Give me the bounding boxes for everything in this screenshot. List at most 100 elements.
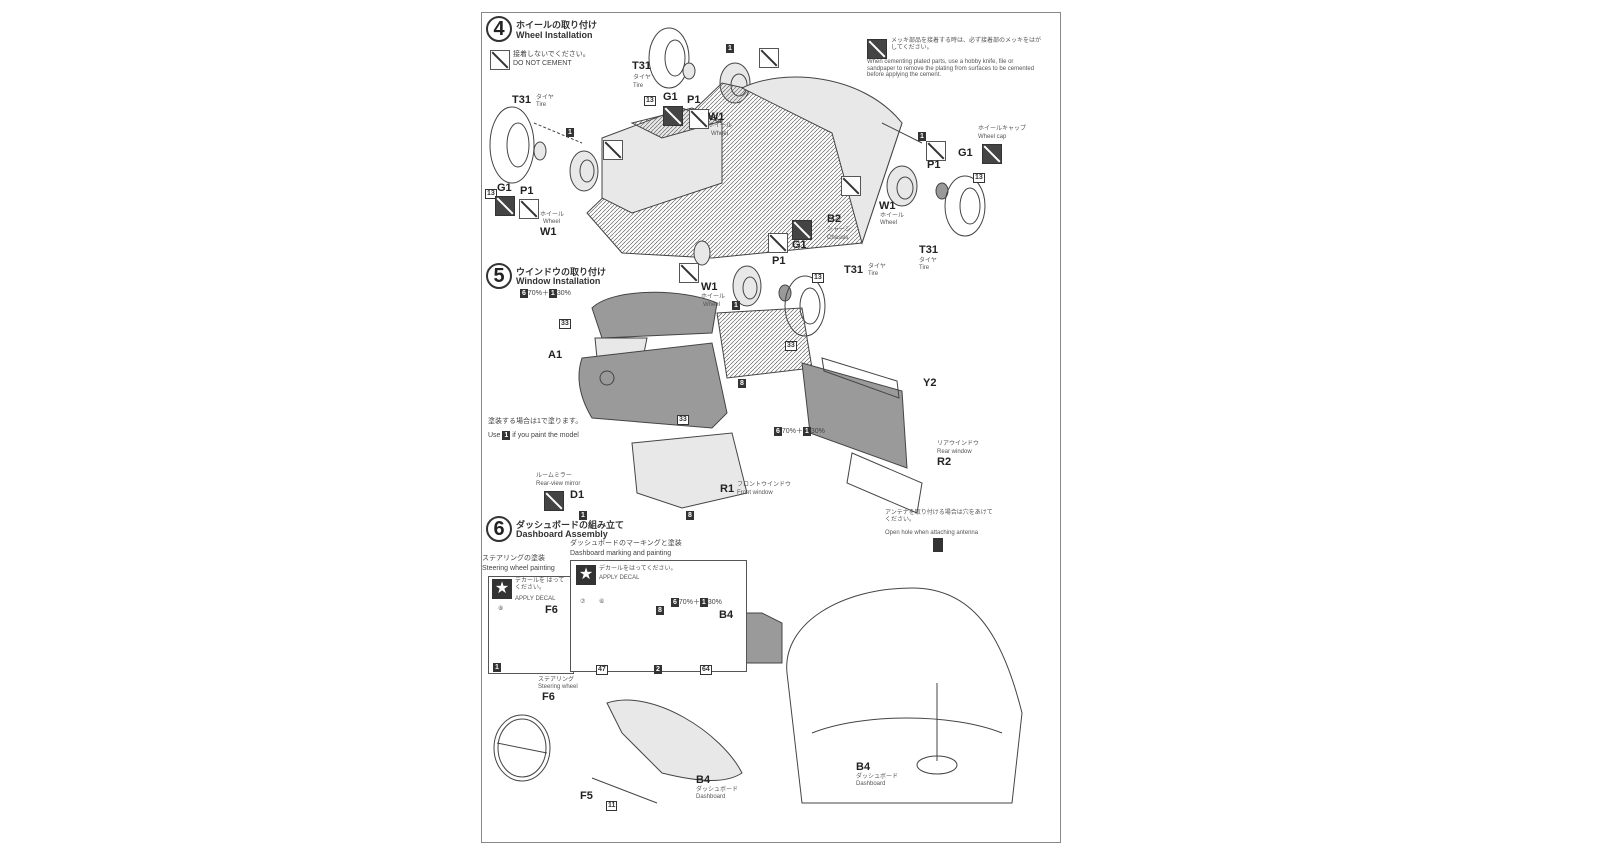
decal-jp-steering: デカールを はってください。 (515, 578, 565, 591)
decal-en-steering: APPLY DECAL (515, 596, 556, 602)
label-p1-left: P1 (520, 185, 534, 197)
label-w1-right: W1 (879, 200, 896, 212)
antenna-drill-icon (933, 538, 943, 552)
dashboard-jp: ダッシュボード (696, 787, 739, 793)
label-b4: B4 (696, 774, 711, 786)
label-r2: R2 (937, 456, 952, 468)
code-1-front: 1 (732, 301, 740, 310)
dashboard-jp-cab: ダッシュボード (856, 774, 899, 780)
use-paint-jp: 塗装する場合は1で塗ります。 (488, 418, 583, 425)
step-4-title-jp: ホイールの取り付け (516, 20, 598, 30)
wheel-jp-top: ホイール (708, 123, 733, 129)
wheel-en-left: Wheel (543, 219, 561, 225)
step-6-number: 6 (486, 516, 512, 542)
wheel-cap-en: Wheel cap (978, 134, 1007, 140)
label-p1-right: P1 (927, 159, 941, 171)
plated-note-en: When cementing plated parts, use a hobby… (867, 59, 1035, 79)
label-g1-left: G1 (497, 182, 512, 194)
chassis-jp: シャーシ (827, 227, 851, 233)
code-13-top: 13 (644, 96, 656, 106)
decal-8-steering: ⑧ (498, 606, 504, 612)
front-window-en: Front window (737, 490, 773, 496)
tire-en-top: Tire (633, 83, 644, 89)
label-y2: Y2 (923, 377, 937, 389)
dash-paint-jp: ダッシュボードのマーキングと塗装 (570, 540, 682, 547)
plated-note-jp: メッキ部品を接着する時は、必ず接着部のメッキをはがしてください。 (891, 38, 1042, 51)
tire-jp-top: タイヤ (633, 75, 651, 81)
steering-jp: ステアリング (538, 677, 575, 683)
label-w1-top: W1 (708, 111, 725, 123)
plated-parts-icon (867, 39, 887, 59)
decal-en-dash: APPLY DECAL (599, 575, 640, 581)
step-4-title-en: Wheel Installation (516, 30, 593, 40)
decal-star-icon-steering: ★ (492, 579, 512, 599)
label-t31-top: T31 (632, 60, 651, 72)
tire-jp-right: タイヤ (919, 258, 937, 264)
plated-icon-g1-front (792, 220, 812, 240)
label-b2: B2 (827, 213, 842, 225)
chassis-b2 (586, 76, 923, 259)
no-cement-icon-chassis (841, 176, 861, 196)
step-6-title-en: Dashboard Assembly (516, 529, 608, 539)
tire-jp-left: タイヤ (536, 95, 554, 101)
label-w1-front: W1 (701, 281, 718, 293)
no-cement-en: DO NOT CEMENT (513, 60, 572, 67)
step-5-number: 5 (486, 263, 512, 289)
wheel-left (569, 150, 599, 192)
no-cement-jp: 接着しないでください。 (513, 51, 590, 58)
decal-jp-dash: デカールをはってください。 (599, 566, 677, 572)
plated-icon-g1-top (663, 106, 683, 126)
front-window-jp: フロントウインドウ (737, 482, 792, 488)
decal-6: ⑥ (599, 599, 605, 605)
steering-column-f5 (591, 777, 658, 804)
wheel-jp-right: ホイール (880, 213, 905, 219)
mirror-jp: ルームミラー (536, 473, 572, 479)
code-1-right: 1 (918, 132, 926, 141)
wheel-en-front: Wheel (703, 302, 721, 308)
plated-icon-g1-right (982, 144, 1002, 164)
step-4-number: 4 (486, 16, 512, 42)
cap-left (533, 141, 547, 161)
code-2: 2 (654, 665, 662, 674)
code-33-tailgate: 33 (785, 341, 797, 351)
code-8-window: 8 (686, 511, 694, 520)
rear-window-r2 (846, 452, 923, 514)
tire-top (648, 27, 690, 89)
code-1-top: 1 (726, 44, 734, 53)
dashboard-en: Dashboard (696, 794, 726, 800)
label-g1-right: G1 (958, 147, 973, 159)
code-13-right: 13 (973, 173, 985, 183)
use-paint-en: Use 1 if you paint the model (488, 431, 579, 440)
decal-star-icon-dash: ★ (576, 565, 596, 585)
label-g1-front: G1 (792, 239, 807, 251)
wheel-en-top: Wheel (711, 131, 729, 137)
label-f6-paint: F6 (545, 604, 558, 616)
code-1-mirror: 1 (579, 511, 587, 520)
tire-jp-front: タイヤ (868, 264, 886, 270)
step-5-title-jp: ウインドウの取り付け (516, 267, 607, 277)
plated-icon-mirror (544, 491, 564, 511)
tire-left (489, 106, 535, 184)
wheel-front (732, 265, 762, 307)
tire-right (944, 175, 986, 237)
code-33-body: 33 (559, 319, 571, 329)
label-d1: D1 (570, 489, 585, 501)
do-not-cement-icon (490, 50, 510, 70)
wheel-jp-left: ホイール (540, 212, 565, 218)
tailgate-y2 (801, 357, 908, 469)
no-cement-icon-front (679, 263, 699, 283)
label-t31-right: T31 (919, 244, 938, 256)
code-13-left: 13 (485, 189, 497, 199)
decal-7: ⑦ (580, 599, 586, 605)
label-g1-top: G1 (663, 91, 678, 103)
dash-paint-box (570, 560, 747, 672)
instruction-sheet: 4 ホイールの取り付け Wheel Installation 接着しないでくださ… (481, 12, 1061, 843)
label-p1-top: P1 (687, 94, 701, 106)
code-8-dash: 8 (656, 606, 664, 615)
code-8-body: 8 (738, 379, 746, 388)
front-window-r1 (631, 432, 748, 509)
code-11: 11 (606, 801, 618, 811)
